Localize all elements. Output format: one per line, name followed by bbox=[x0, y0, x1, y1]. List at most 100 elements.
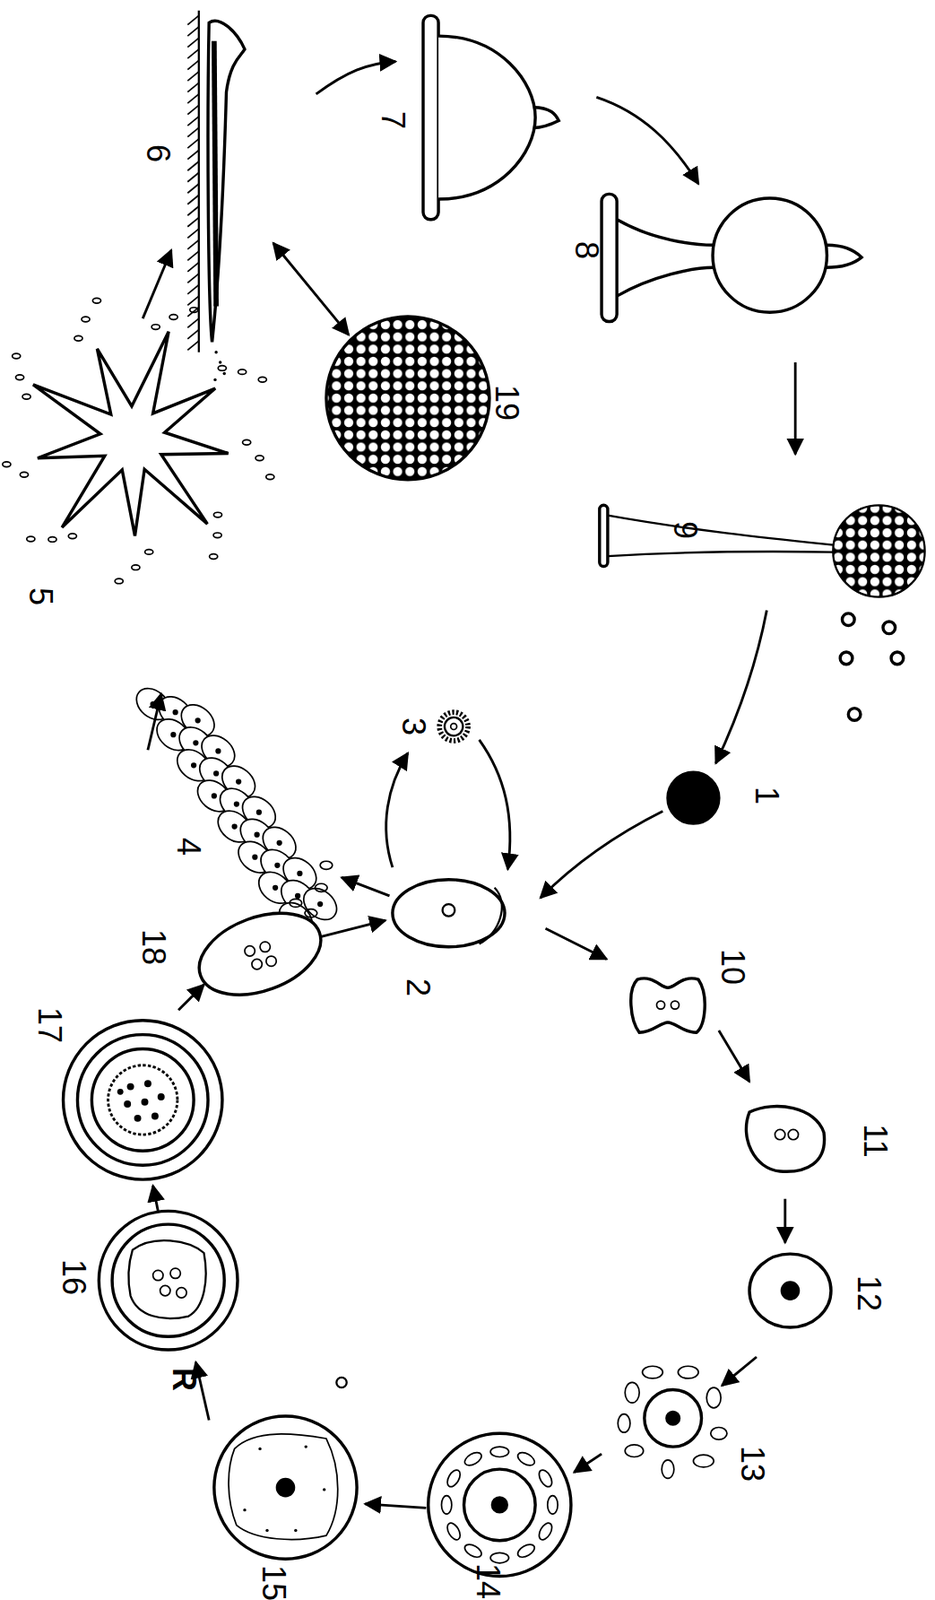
illustration-part bbox=[187, 104, 200, 114]
illustration-part bbox=[187, 340, 200, 350]
illustration-part bbox=[187, 82, 200, 92]
callout-number: 7 bbox=[376, 111, 409, 130]
illustration-part bbox=[193, 740, 199, 745]
illustration-part bbox=[171, 732, 176, 737]
illustration-part bbox=[191, 762, 197, 768]
illustration-part bbox=[187, 15, 200, 25]
illustration-part bbox=[462, 1449, 484, 1468]
illustration-part bbox=[187, 71, 200, 81]
illustration-part bbox=[187, 273, 200, 283]
illustration-part bbox=[131, 564, 140, 571]
illustration-part bbox=[187, 127, 200, 137]
callout-number: 1 bbox=[750, 786, 783, 805]
illustration-part bbox=[187, 329, 200, 339]
illustration-part bbox=[187, 116, 200, 126]
illustration-part bbox=[273, 885, 278, 891]
illustration-part bbox=[295, 893, 301, 899]
callout-number: 11 bbox=[858, 1123, 892, 1157]
callout-number: 10 bbox=[716, 948, 749, 985]
illustration-part bbox=[216, 748, 221, 754]
illustration-part bbox=[195, 718, 200, 723]
illustration-part bbox=[187, 307, 200, 317]
illustration-part bbox=[444, 1520, 463, 1542]
illustration-part bbox=[187, 285, 200, 295]
illustration-part bbox=[515, 1449, 537, 1468]
illustration-part bbox=[257, 809, 262, 814]
illustration-part bbox=[238, 369, 247, 375]
callout-number: 2 bbox=[401, 978, 434, 996]
illustration-part bbox=[444, 1467, 463, 1489]
illustration-part bbox=[536, 1467, 555, 1489]
illustration-part bbox=[213, 532, 222, 538]
illustration-part bbox=[234, 801, 240, 806]
illustration-part bbox=[232, 823, 237, 829]
illustration-part bbox=[187, 195, 200, 205]
illustration-part bbox=[242, 439, 252, 445]
callout-number: R bbox=[167, 1367, 200, 1391]
illustration-part bbox=[68, 533, 77, 539]
illustration-part bbox=[187, 161, 200, 171]
callout-number: 14 bbox=[471, 1562, 504, 1599]
callout-number: 5 bbox=[24, 587, 57, 606]
illustration-part bbox=[187, 37, 200, 47]
callout-number: 13 bbox=[735, 1445, 769, 1481]
illustration-part bbox=[169, 314, 178, 321]
illustration-part bbox=[266, 474, 275, 480]
callout-number: 3 bbox=[397, 717, 430, 736]
illustration-part bbox=[213, 511, 222, 518]
illustration-part bbox=[187, 149, 200, 159]
illustration-part bbox=[441, 1495, 451, 1514]
illustration-part bbox=[187, 217, 200, 227]
illustration-part bbox=[314, 883, 328, 892]
illustration-part bbox=[217, 365, 226, 372]
illustration-part bbox=[187, 206, 200, 216]
illustration-part bbox=[187, 138, 200, 148]
illustration-part bbox=[254, 831, 260, 837]
illustration-part bbox=[173, 709, 178, 715]
illustration-part bbox=[462, 1541, 484, 1559]
illustration-part bbox=[187, 262, 200, 272]
illustration-part bbox=[187, 228, 200, 238]
illustration-part bbox=[22, 393, 31, 399]
callout-number: 18 bbox=[137, 927, 170, 964]
illustration-part bbox=[187, 60, 200, 70]
illustration-part bbox=[490, 1445, 509, 1456]
callout-number: 8 bbox=[570, 241, 603, 260]
illustration-part bbox=[515, 1541, 537, 1559]
illustration-part bbox=[26, 536, 35, 542]
illustration-part bbox=[48, 536, 57, 543]
illustration-part bbox=[277, 839, 282, 845]
illustration-part bbox=[74, 335, 83, 341]
illustration-part bbox=[81, 316, 90, 322]
illustration-part bbox=[92, 297, 101, 304]
callout-number: 15 bbox=[257, 1564, 290, 1600]
illustration-part bbox=[12, 353, 21, 359]
illustration-part bbox=[258, 376, 267, 382]
callout-number: 6 bbox=[141, 144, 174, 163]
illustration-part bbox=[297, 871, 303, 876]
illustration-part bbox=[304, 909, 318, 918]
illustration-part bbox=[209, 554, 218, 560]
callout-number: 12 bbox=[852, 1274, 885, 1311]
illustration-part bbox=[187, 49, 200, 59]
illustration-part bbox=[2, 461, 11, 468]
illustration-part bbox=[320, 860, 333, 869]
illustration-part bbox=[19, 471, 28, 477]
illustration-part bbox=[252, 854, 258, 859]
illustration-part bbox=[547, 1495, 558, 1514]
illustration-part bbox=[187, 94, 200, 104]
callout-number: 19 bbox=[490, 384, 523, 421]
illustration-part bbox=[151, 324, 160, 330]
illustration-part bbox=[214, 770, 219, 776]
illustration-part bbox=[289, 898, 303, 907]
callout-number: 9 bbox=[668, 520, 702, 539]
callout-number: 16 bbox=[57, 1258, 90, 1295]
illustration-part bbox=[187, 240, 200, 250]
illustration-part bbox=[187, 251, 200, 260]
illustration-part bbox=[255, 455, 264, 461]
illustration-part bbox=[187, 172, 200, 182]
illustration-part bbox=[275, 863, 280, 868]
illustration-part bbox=[212, 793, 217, 798]
illustration-part bbox=[536, 1520, 555, 1542]
